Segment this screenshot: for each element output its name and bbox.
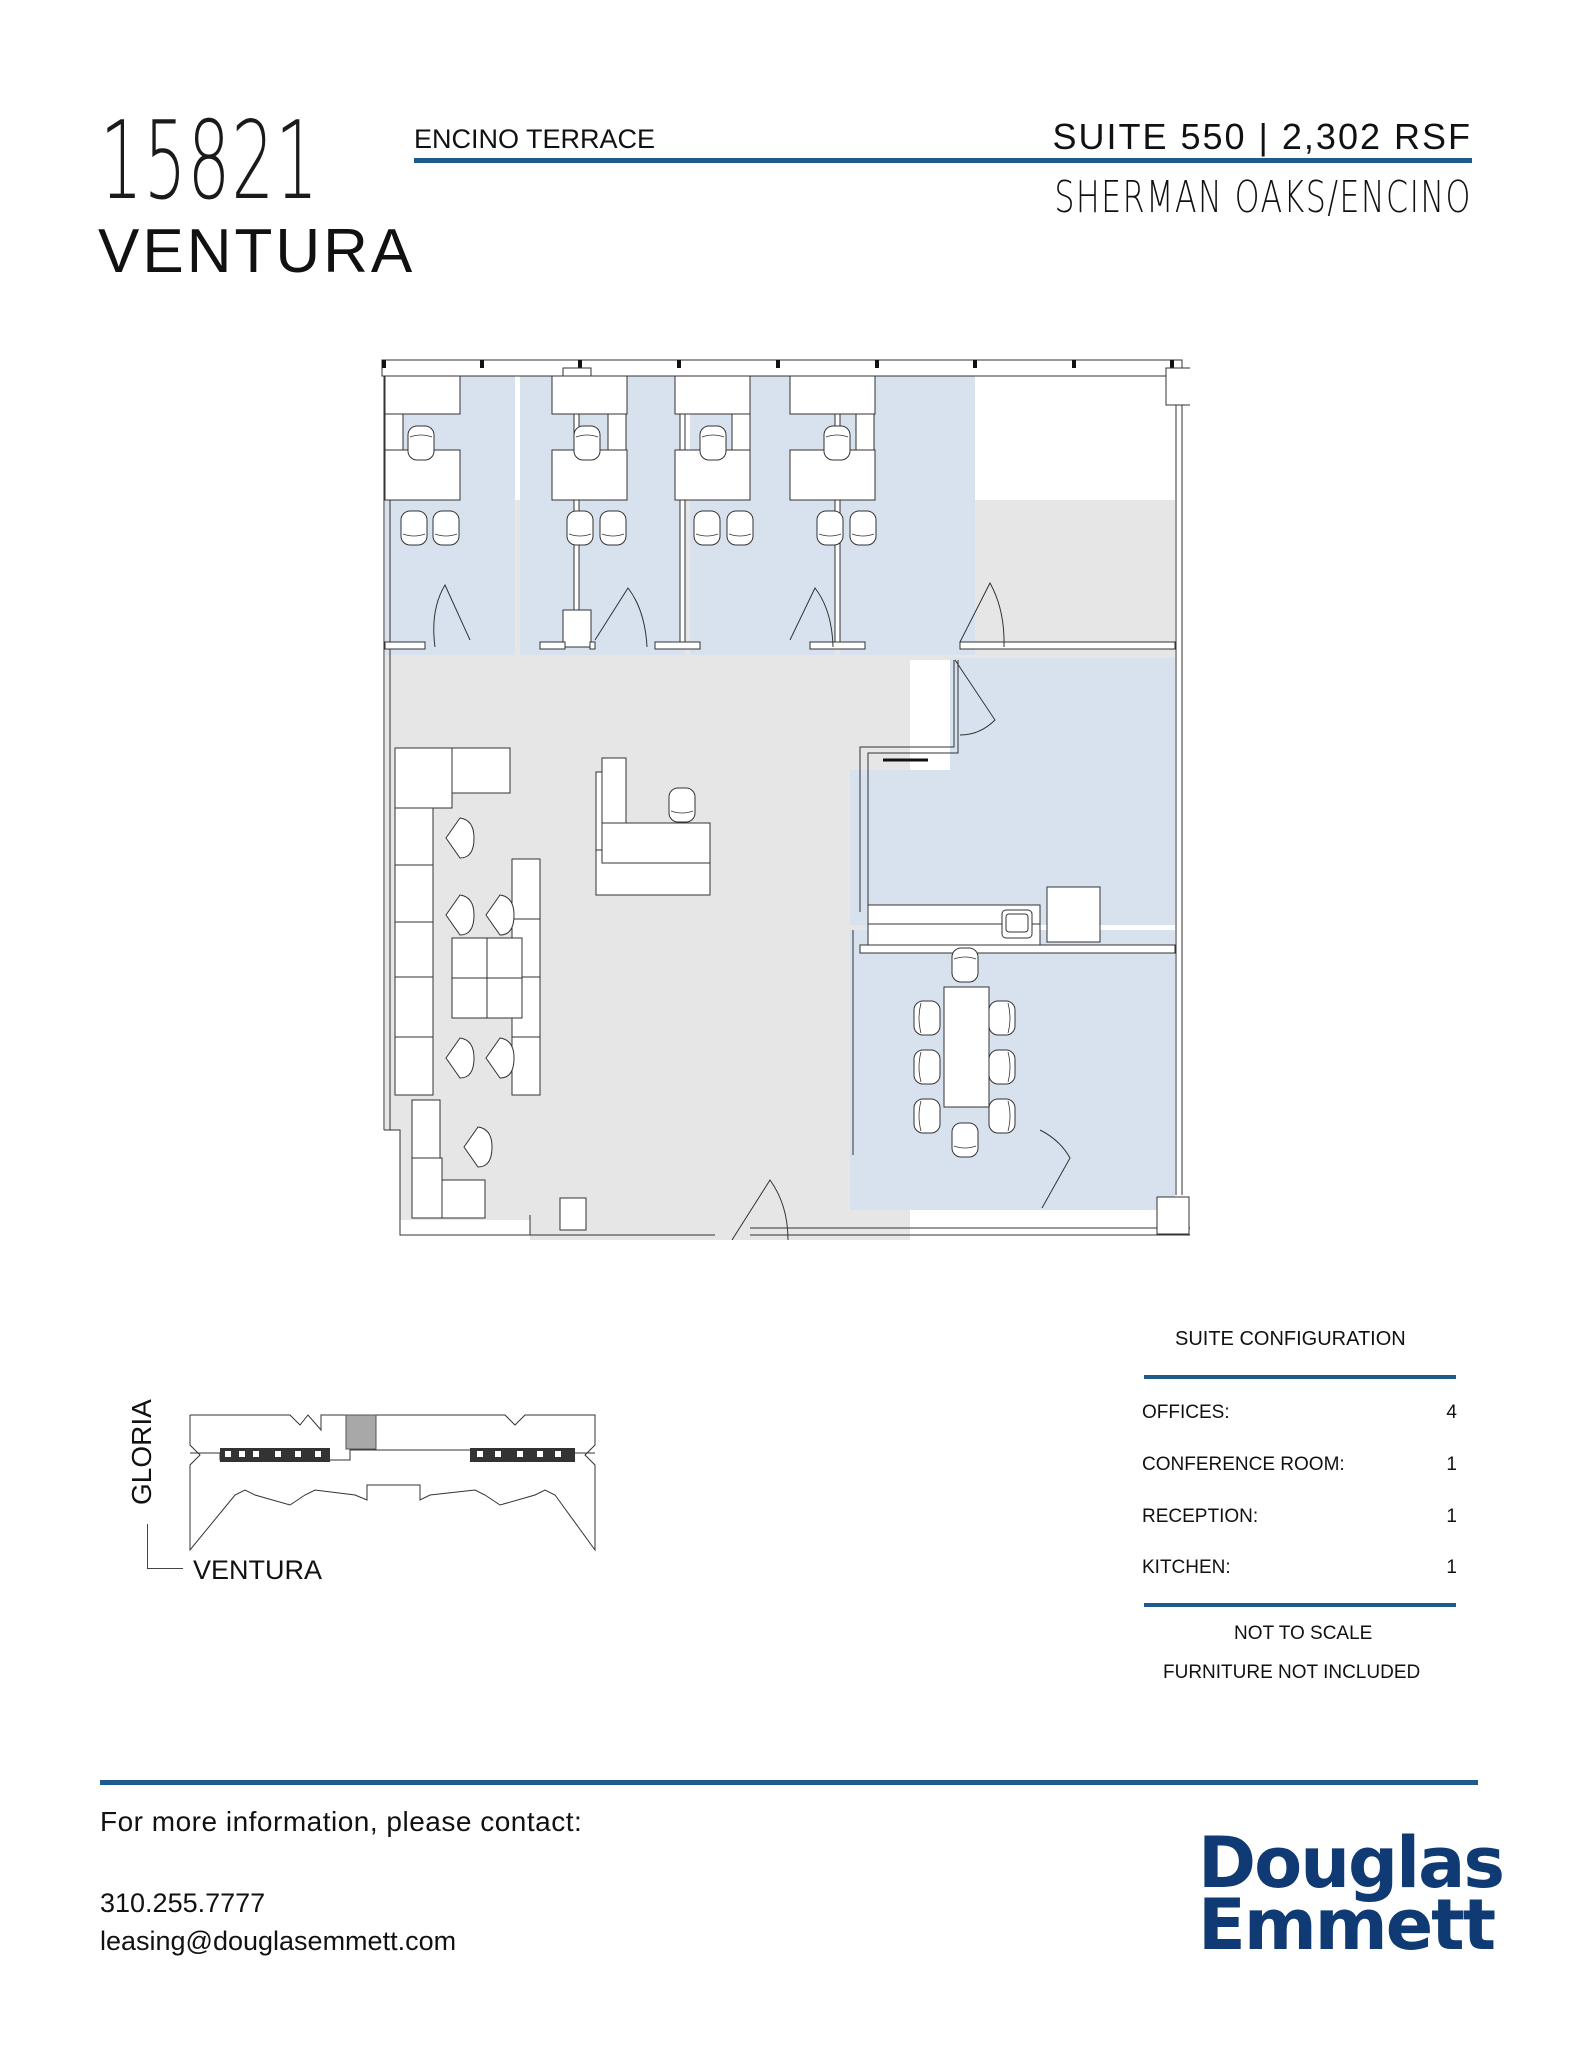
submarket-label: SHERMAN OAKS/ENCINO	[1054, 172, 1472, 223]
reception-desk	[595, 757, 711, 896]
config-row-kitchen: KITCHEN: 1	[1142, 1557, 1457, 1578]
street-label-gloria: GLORIA	[126, 1399, 157, 1505]
address-street: VENTURA	[98, 217, 416, 286]
footer-divider	[100, 1780, 1478, 1785]
contact-lead: For more information, please contact:	[100, 1806, 583, 1837]
workstations	[394, 747, 541, 1219]
logo-line-1: Douglas	[1198, 1822, 1505, 1904]
building-name: ENCINO TERRACE	[414, 124, 656, 154]
note-furniture: FURNITURE NOT INCLUDED	[1163, 1662, 1421, 1683]
floor-plan	[381, 348, 1190, 1240]
note-not-to-scale: NOT TO SCALE	[1234, 1623, 1373, 1644]
config-divider-bottom	[1144, 1603, 1456, 1607]
key-plan	[189, 1414, 596, 1552]
conference-table-set	[913, 947, 1016, 1158]
contact-phone[interactable]: 310.255.7777	[100, 1888, 266, 1918]
logo-line-2: Emmett	[1198, 1884, 1496, 1966]
config-row-conference: CONFERENCE ROOM: 1	[1142, 1454, 1457, 1475]
config-row-offices: OFFICES: 4	[1142, 1402, 1457, 1423]
config-row-reception: RECEPTION: 1	[1142, 1506, 1457, 1527]
config-title: SUITE CONFIGURATION	[1175, 1328, 1406, 1350]
street-label-ventura: VENTURA	[193, 1555, 323, 1585]
suite-highlight	[345, 1414, 377, 1450]
contact-email[interactable]: leasing@douglasemmett.com	[100, 1926, 457, 1956]
douglas-emmett-logo: Douglas Emmett	[1198, 1822, 1505, 1966]
header-divider	[414, 158, 1472, 163]
config-divider-top	[1144, 1375, 1456, 1379]
street-indicator-line	[147, 1524, 148, 1568]
suite-configuration: SUITE CONFIGURATION OFFICES: 4 CONFERENC…	[1140, 1320, 1460, 1700]
street-indicator-line	[147, 1568, 183, 1569]
address-number: 15821	[100, 99, 320, 224]
suite-info: SUITE 550 | 2,302 RSF	[1052, 116, 1472, 157]
kitchen	[850, 658, 1175, 925]
